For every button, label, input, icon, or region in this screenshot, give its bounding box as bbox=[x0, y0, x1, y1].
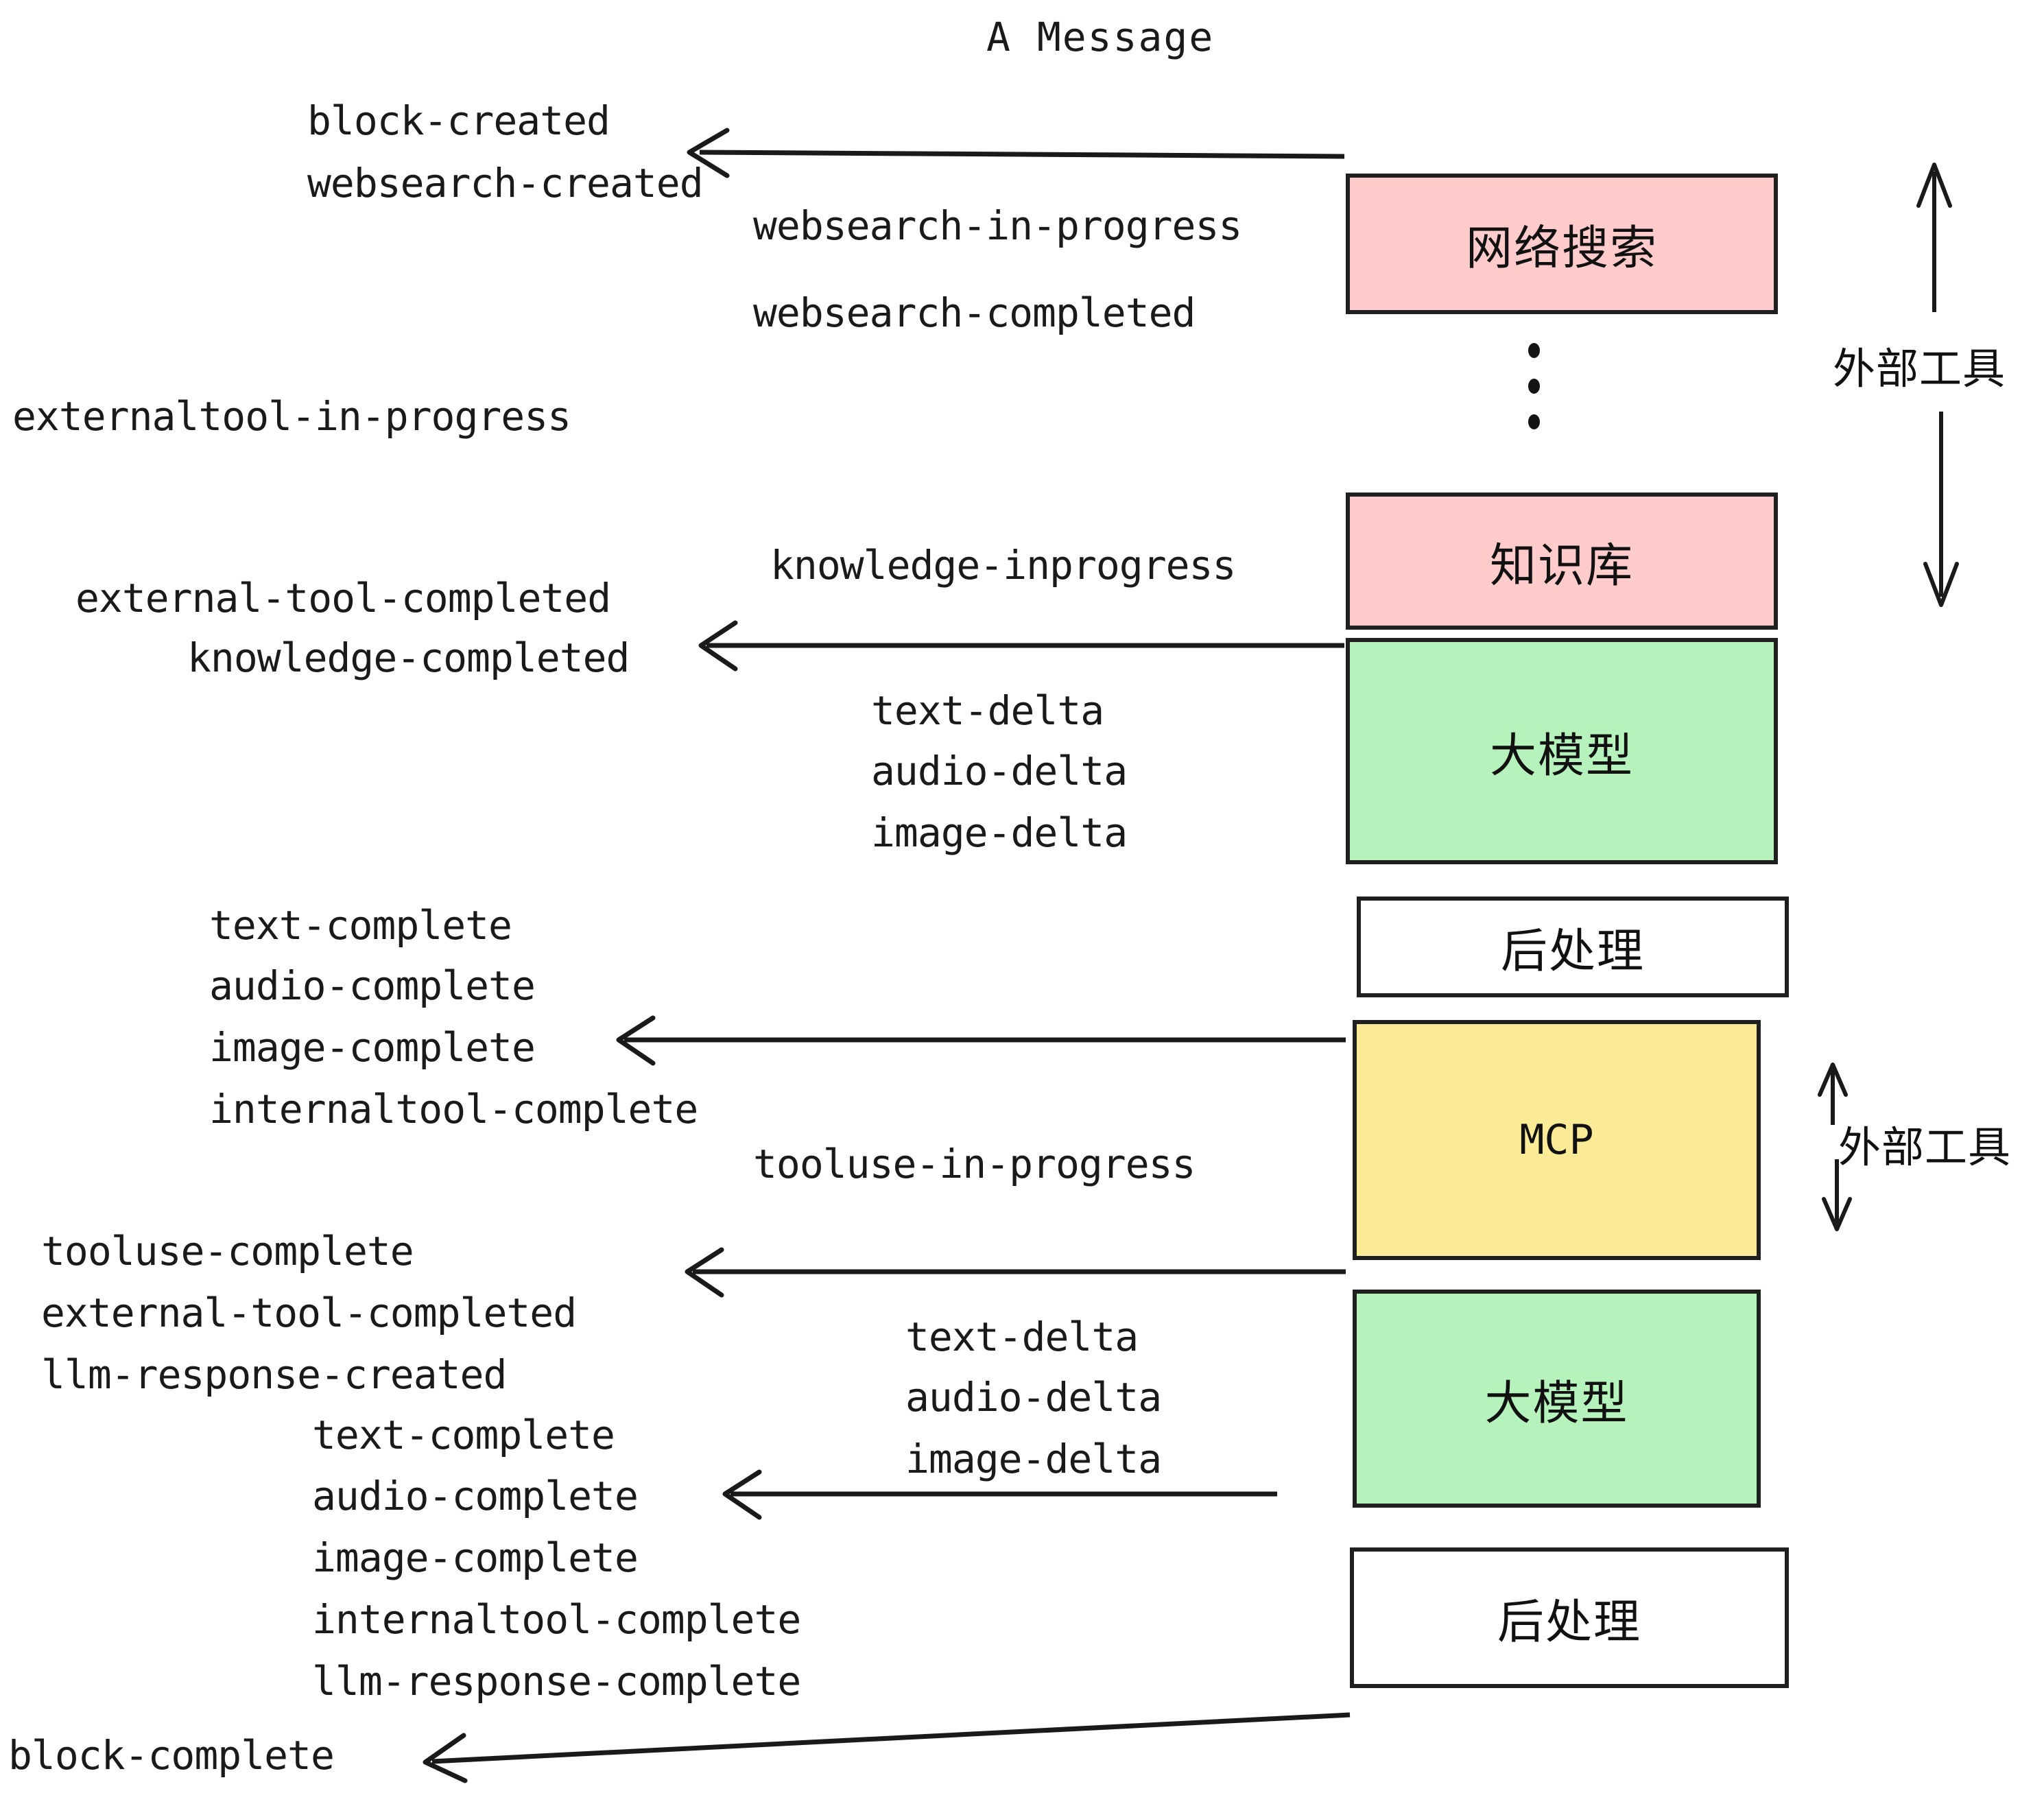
event-label-audio-complete-2: audio-complete bbox=[312, 1473, 639, 1519]
event-label-external-tool-completed-1: external-tool-completed bbox=[75, 575, 611, 621]
event-label-block-created: block-created bbox=[307, 97, 610, 144]
event-label-text-delta-1: text-delta bbox=[871, 687, 1104, 734]
component-box-postprocess-2[interactable]: 后处理 bbox=[1350, 1547, 1789, 1688]
component-box-websearch-label: 网络搜索 bbox=[1465, 222, 1658, 276]
component-box-postprocess-2-label: 后处理 bbox=[1497, 1595, 1641, 1650]
component-box-websearch[interactable]: 网络搜索 bbox=[1346, 174, 1778, 314]
arrow-postprocess-to-image-complete bbox=[616, 1015, 1346, 1066]
event-label-knowledge-completed: knowledge-completed bbox=[187, 634, 630, 681]
arrow-websearch-to-block-created bbox=[687, 128, 1345, 178]
arrow-mcp-to-tooluse-complete bbox=[685, 1247, 1346, 1298]
event-label-block-complete: block-complete bbox=[8, 1732, 335, 1779]
event-label-internaltool-complete-2: internaltool-complete bbox=[312, 1596, 801, 1643]
event-label-internaltool-complete-1: internaltool-complete bbox=[209, 1086, 698, 1132]
event-label-text-complete-2: text-complete bbox=[312, 1412, 615, 1458]
component-box-postprocess-1-label: 后处理 bbox=[1500, 925, 1645, 979]
side-label-external-tool-bottom: 外部工具 bbox=[1838, 1122, 2012, 1172]
component-box-llm-2[interactable]: 大模型 bbox=[1353, 1290, 1761, 1508]
event-label-external-tool-completed-2: external-tool-completed bbox=[41, 1290, 577, 1336]
component-box-knowledgebase[interactable]: 知识库 bbox=[1346, 492, 1778, 630]
arrow-postprocess2-to-block-complete bbox=[423, 1712, 1351, 1783]
event-label-llm-response-created: llm-response-created bbox=[41, 1351, 507, 1398]
component-box-llm-2-label: 大模型 bbox=[1484, 1376, 1629, 1431]
event-label-websearch-in-progress: websearch-in-progress bbox=[753, 202, 1242, 249]
event-label-text-complete-1: text-complete bbox=[209, 902, 512, 949]
event-label-websearch-created: websearch-created bbox=[307, 160, 704, 206]
component-box-llm-1-label: 大模型 bbox=[1489, 728, 1634, 783]
arrow-knowledgebase-to-knowledge-completed bbox=[698, 620, 1344, 672]
event-label-externaltool-in-progress: externaltool-in-progress bbox=[12, 393, 571, 440]
event-label-websearch-completed: websearch-completed bbox=[753, 289, 1196, 336]
component-box-llm-1[interactable]: 大模型 bbox=[1346, 638, 1778, 864]
side-label-external-tool-top: 外部工具 bbox=[1833, 344, 2006, 394]
event-label-image-complete-2: image-complete bbox=[312, 1534, 639, 1581]
event-label-audio-delta-2: audio-delta bbox=[905, 1374, 1162, 1421]
event-label-audio-delta-1: audio-delta bbox=[871, 748, 1128, 794]
vertical-ellipsis-icon bbox=[1528, 343, 1540, 429]
component-box-knowledgebase-label: 知识库 bbox=[1489, 538, 1634, 593]
event-label-image-delta-1: image-delta bbox=[871, 809, 1128, 856]
event-label-tooluse-complete: tooluse-complete bbox=[41, 1228, 414, 1274]
event-label-image-delta-2: image-delta bbox=[905, 1436, 1162, 1482]
component-box-postprocess-1[interactable]: 后处理 bbox=[1357, 897, 1789, 997]
component-box-mcp-label: MCP bbox=[1519, 1116, 1594, 1164]
event-label-tooluse-in-progress: tooluse-in-progress bbox=[753, 1141, 1196, 1187]
event-label-llm-response-complete: llm-response-complete bbox=[312, 1658, 801, 1705]
event-label-image-complete-1: image-complete bbox=[209, 1024, 536, 1071]
component-box-mcp[interactable]: MCP bbox=[1353, 1020, 1761, 1260]
diagram-title: A Message bbox=[986, 14, 1215, 60]
event-label-text-delta-2: text-delta bbox=[905, 1314, 1139, 1360]
event-label-audio-complete-1: audio-complete bbox=[209, 962, 536, 1009]
event-label-knowledge-inprogress: knowledge-inprogress bbox=[770, 542, 1236, 589]
